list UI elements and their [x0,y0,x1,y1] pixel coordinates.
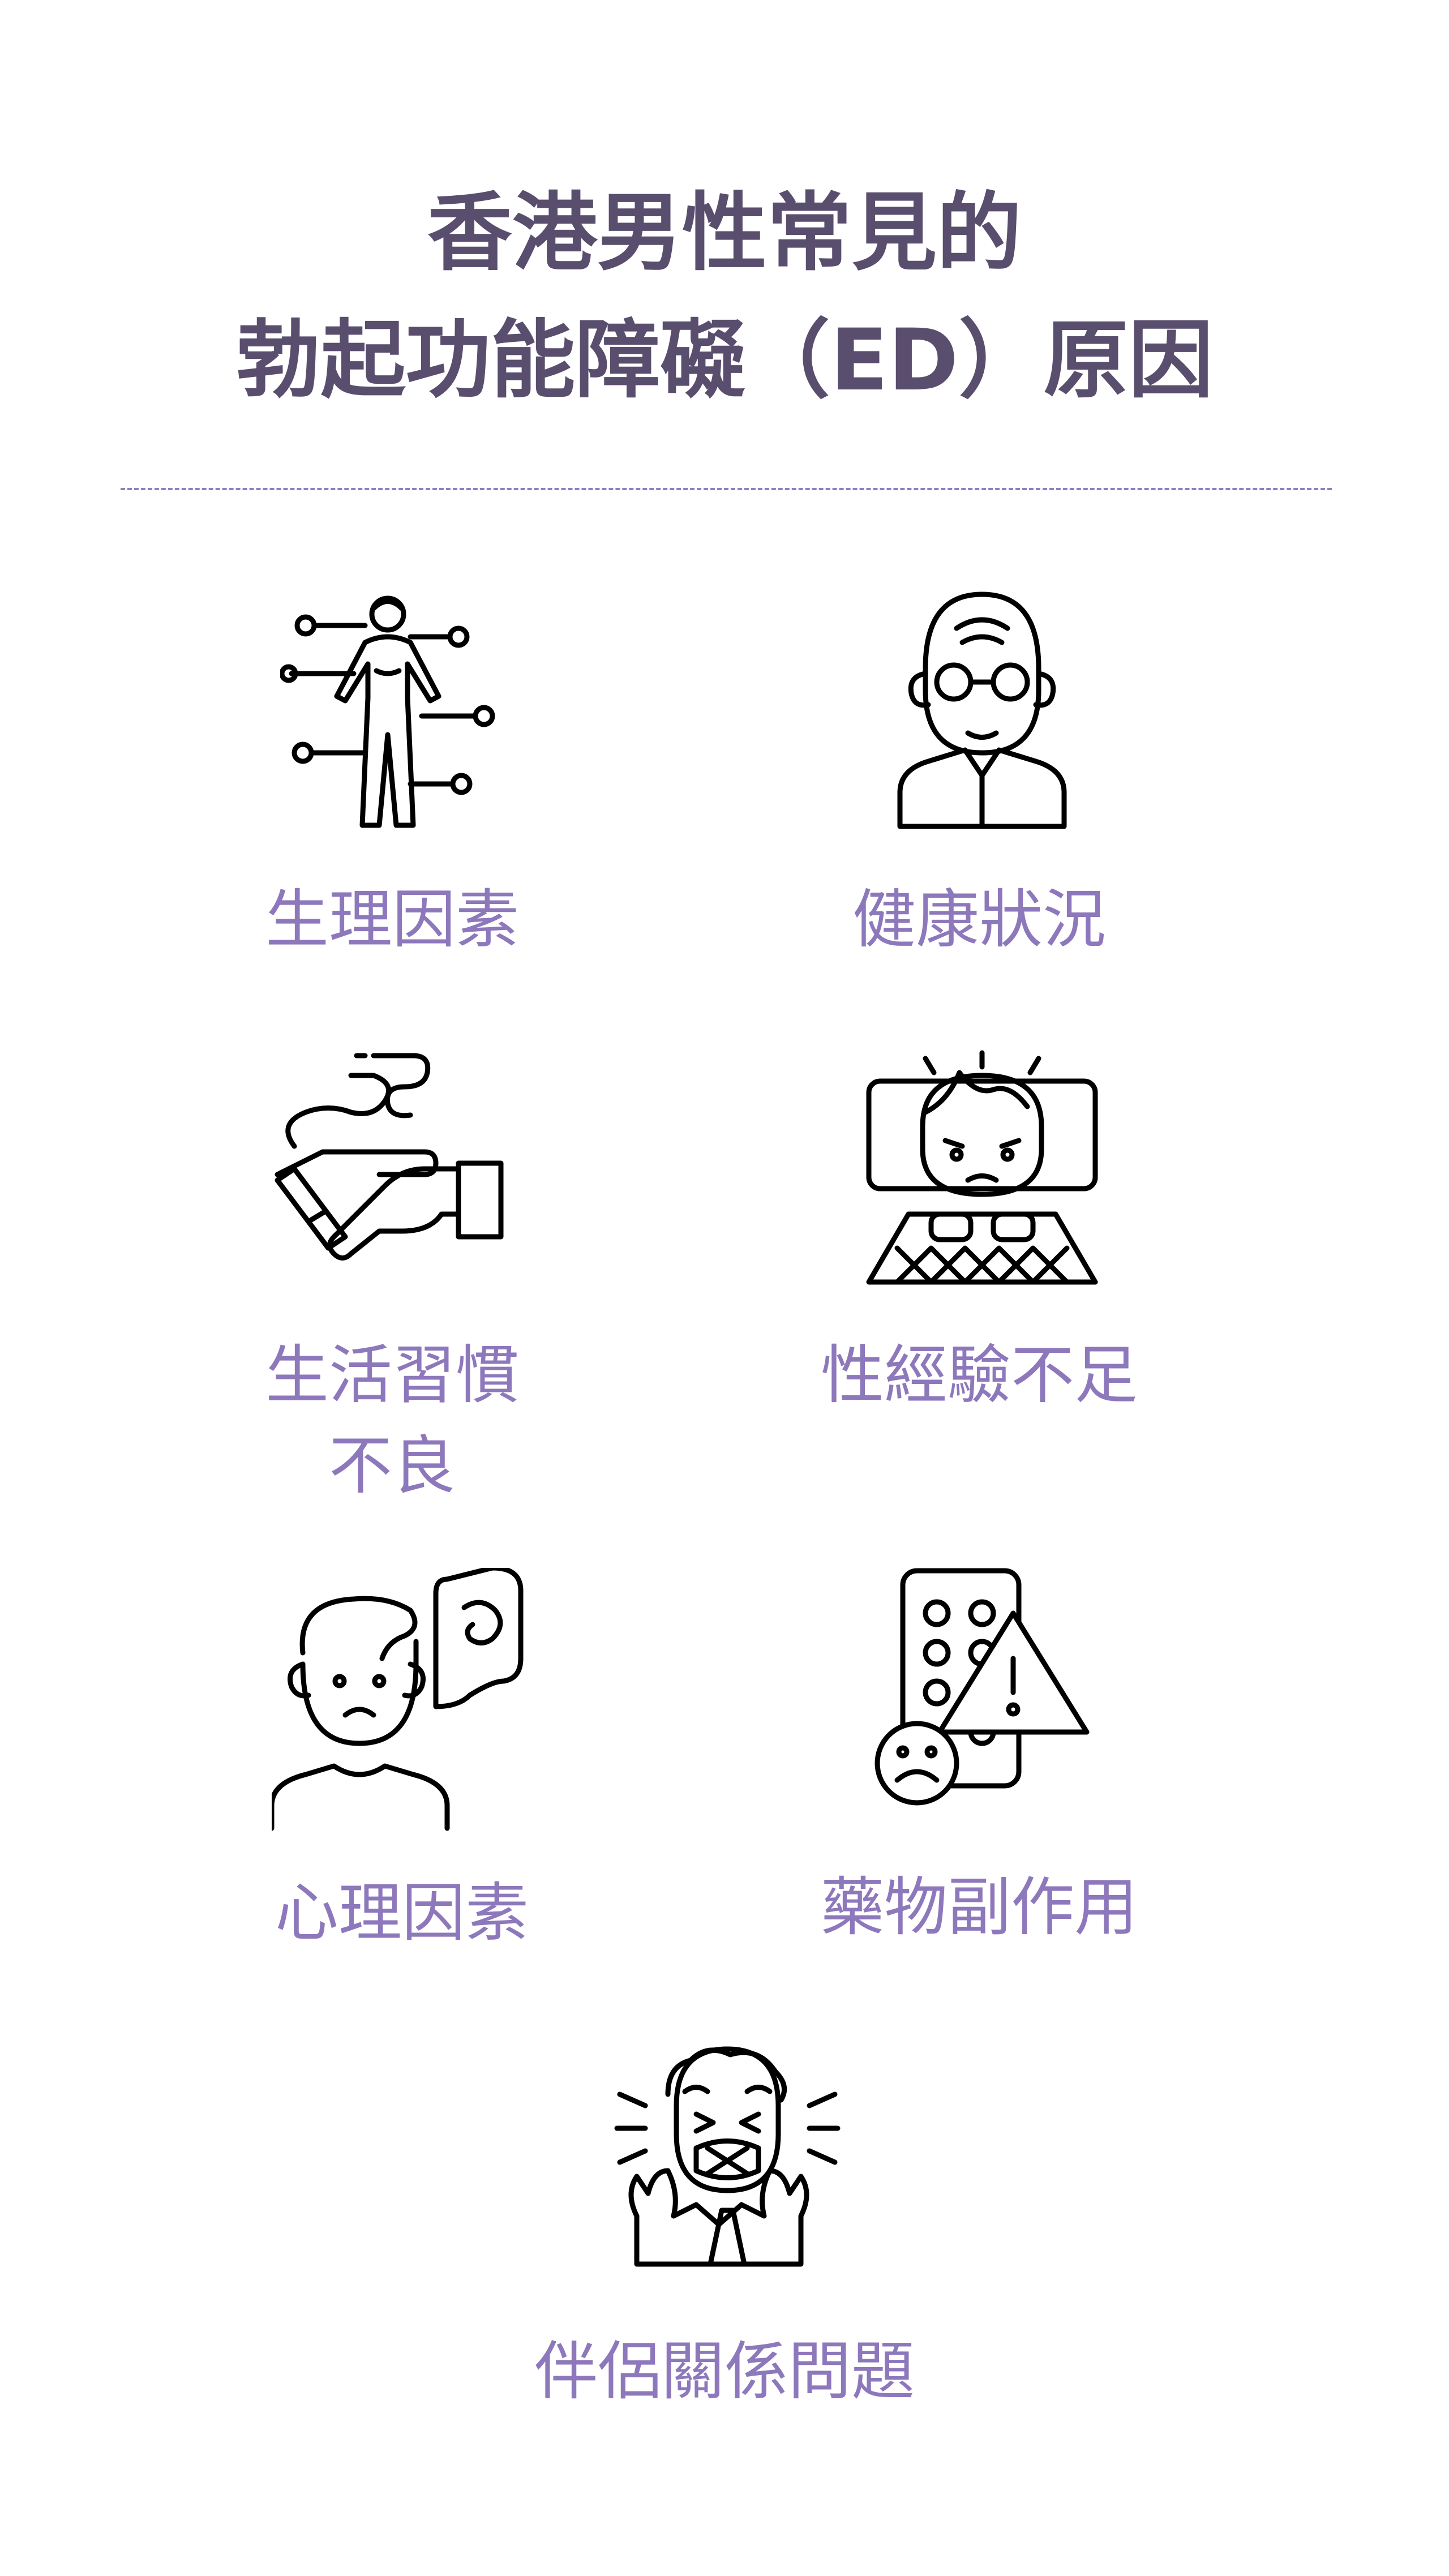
cause-label-health: 健康狀況 [852,883,1106,957]
cause-label-lifestyle-line-1: 生活習慣 [265,1339,519,1412]
smoking-hand-icon [272,1050,509,1288]
body-nodes-icon [279,589,507,832]
cause-label-medication: 藥物副作用 [821,1871,1138,1944]
cause-label-psychological: 心理因素 [275,1876,529,1950]
page-title: 香港男性常見的 勃起功能障礙（ED）原因 [0,170,1449,425]
title-divider [121,488,1332,490]
elderly-man-glasses-icon [894,589,1070,832]
title-line-2: 勃起功能障礙（ED）原因 [235,311,1214,410]
title-line-1: 香港男性常見的 [427,184,1022,282]
cause-label-lifestyle-line-2: 不良 [329,1429,456,1503]
nervous-man-bed-icon [863,1050,1101,1288]
cause-label-lifestyle: 生活習慣 不良 [166,1330,619,1511]
cause-label-physiological: 生理因素 [265,883,519,957]
pills-warning-icon [872,1568,1098,1806]
sad-man-thought-icon [269,1565,538,1834]
cause-label-relationship: 伴侶關係問題 [534,2335,915,2408]
cause-label-inexperience: 性經驗不足 [821,1339,1138,1412]
angry-man-gagged-icon [614,2043,841,2270]
